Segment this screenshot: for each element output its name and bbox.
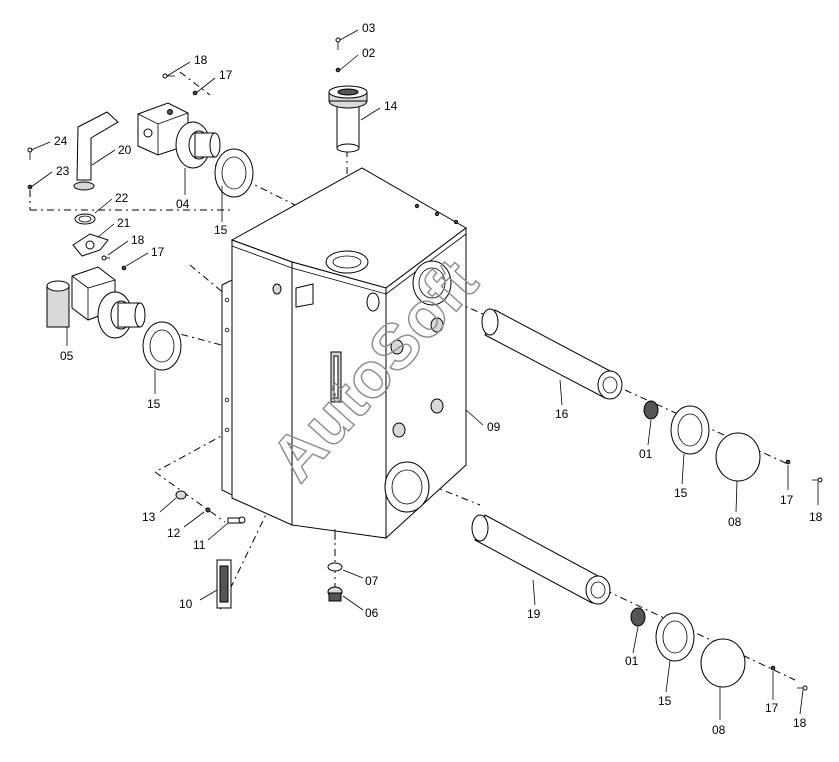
label-17: 17 — [780, 493, 794, 507]
label-06: 06 — [365, 606, 379, 620]
label-17: 17 — [765, 701, 779, 715]
cover-assembly-upper — [643, 400, 823, 483]
label-14: 14 — [384, 99, 398, 113]
leader-lines — [30, 29, 819, 720]
callout-labels: 03 02 14 18 17 24 23 20 04 15 22 21 18 1… — [54, 21, 823, 737]
label-17: 17 — [151, 245, 165, 259]
label-20: 20 — [118, 143, 132, 157]
label-19: 19 — [527, 607, 541, 621]
label-15: 15 — [674, 486, 688, 500]
label-17: 17 — [219, 68, 233, 82]
label-18: 18 — [194, 53, 208, 67]
label-18: 18 — [131, 233, 145, 247]
label-22: 22 — [115, 191, 129, 205]
filter-element-lower — [471, 514, 611, 605]
label-15: 15 — [214, 223, 228, 237]
label-02: 02 — [362, 46, 376, 60]
label-08: 08 — [712, 723, 726, 737]
label-15: 15 — [147, 397, 161, 411]
drain-plug-assembly — [327, 562, 343, 602]
label-18: 18 — [809, 510, 823, 524]
label-07: 07 — [365, 574, 379, 588]
upper-block-assembly — [137, 73, 221, 169]
label-15: 15 — [658, 694, 672, 708]
filter-element-upper — [481, 308, 623, 400]
label-01: 01 — [625, 654, 639, 668]
label-08: 08 — [728, 515, 742, 529]
label-05: 05 — [60, 349, 74, 363]
label-09: 09 — [487, 420, 501, 434]
label-03: 03 — [362, 21, 376, 35]
label-16: 16 — [555, 407, 569, 421]
elbow-assembly — [27, 111, 146, 339]
label-18: 18 — [793, 716, 807, 730]
label-04: 04 — [176, 197, 190, 211]
filler-assembly — [328, 37, 368, 153]
label-12: 12 — [167, 526, 181, 540]
cover-assembly-lower — [630, 607, 808, 691]
label-21: 21 — [117, 216, 131, 230]
label-11: 11 — [193, 538, 206, 552]
tank-body — [221, 167, 467, 540]
gasket-left — [142, 321, 182, 371]
label-01: 01 — [639, 447, 653, 461]
label-23: 23 — [56, 164, 70, 178]
gasket-upper — [214, 148, 254, 198]
sight-gauge-and-fasteners — [175, 490, 246, 609]
label-10: 10 — [179, 597, 193, 611]
label-24: 24 — [54, 134, 68, 148]
label-13: 13 — [142, 510, 156, 524]
